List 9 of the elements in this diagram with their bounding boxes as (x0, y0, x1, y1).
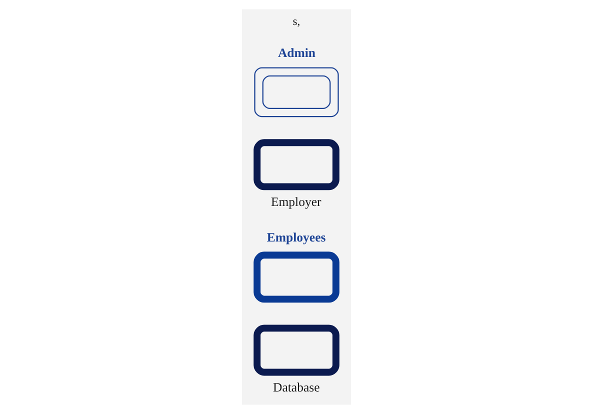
node-box (253, 139, 339, 190)
node-label: Admin (277, 46, 316, 60)
node-label: Employer (270, 195, 321, 210)
node-box (253, 252, 339, 303)
node-label: Employees (266, 230, 326, 245)
node-label: Database (272, 380, 320, 395)
node-box (254, 67, 338, 118)
node-box (253, 324, 339, 376)
label: s, (292, 14, 300, 28)
